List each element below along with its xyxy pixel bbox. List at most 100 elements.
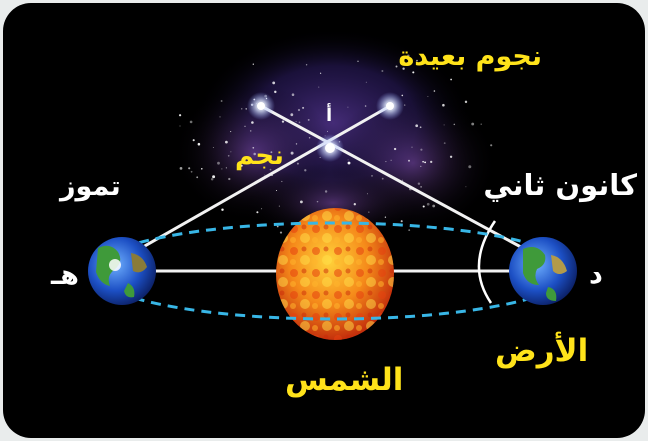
- background-star: [264, 174, 266, 176]
- background-star: [347, 159, 349, 161]
- background-star: [256, 211, 259, 214]
- background-star: [402, 179, 404, 181]
- background-star: [220, 100, 223, 102]
- background-star: [276, 190, 277, 191]
- background-star: [442, 103, 445, 107]
- background-star: [212, 175, 216, 179]
- background-star: [217, 161, 220, 165]
- background-star: [326, 130, 329, 132]
- parallax-diagram: [88, 28, 577, 340]
- july-label: تموز: [60, 171, 121, 202]
- background-star: [192, 139, 195, 142]
- earth-label: الأرض: [495, 333, 589, 369]
- background-star: [465, 186, 467, 188]
- background-star: [179, 125, 181, 127]
- background-star: [230, 131, 232, 133]
- background-star: [219, 116, 221, 118]
- background-star: [443, 142, 446, 145]
- background-star: [318, 86, 320, 88]
- background-star: [302, 106, 305, 109]
- background-star: [449, 155, 453, 158]
- background-star: [453, 123, 456, 126]
- background-star: [381, 70, 384, 72]
- background-star: [228, 177, 231, 181]
- background-star: [324, 190, 328, 193]
- parallax-angle-arc: [477, 220, 497, 304]
- background-star: [300, 200, 303, 204]
- background-star: [212, 146, 214, 149]
- star-field: [173, 28, 498, 243]
- background-star: [307, 118, 310, 121]
- background-star: [261, 208, 263, 210]
- background-star: [252, 63, 254, 65]
- background-star: [190, 170, 193, 173]
- background-star: [295, 121, 297, 122]
- background-star: [290, 151, 294, 155]
- background-star: [353, 203, 356, 206]
- background-star: [430, 160, 433, 164]
- background-star: [196, 176, 199, 179]
- background-star: [366, 193, 368, 195]
- background-star: [422, 205, 425, 208]
- background-star: [408, 159, 410, 162]
- january-label: كانون ثاني: [483, 168, 637, 202]
- background-star: [253, 152, 256, 156]
- background-star: [225, 140, 228, 144]
- earth-july: [88, 237, 156, 305]
- background-star: [244, 125, 246, 127]
- background-star: [450, 78, 452, 81]
- background-star: [281, 120, 285, 123]
- background-star: [189, 120, 193, 124]
- background-star: [464, 100, 468, 104]
- background-star: [347, 106, 349, 108]
- background-star: [390, 159, 392, 161]
- background-star: [420, 148, 423, 151]
- background-star: [417, 182, 421, 185]
- background-star: [240, 164, 243, 167]
- background-star: [419, 126, 422, 129]
- background-star: [490, 144, 493, 147]
- background-star: [276, 225, 279, 228]
- background-star: [364, 105, 367, 107]
- point-a-label: أ: [326, 105, 333, 126]
- background-star: [468, 165, 472, 169]
- background-star: [251, 121, 254, 124]
- background-star: [201, 168, 203, 170]
- background-star: [385, 161, 387, 163]
- background-star: [221, 208, 224, 211]
- background-star: [381, 177, 384, 180]
- background-star: [407, 54, 410, 57]
- sun-label: الشمس: [285, 362, 404, 398]
- background-star: [269, 168, 272, 171]
- background-star: [296, 162, 299, 165]
- background-star: [281, 180, 283, 183]
- background-star: [290, 113, 294, 117]
- background-star: [249, 130, 252, 132]
- background-star: [400, 220, 403, 223]
- background-star: [365, 81, 367, 83]
- background-star: [393, 147, 397, 151]
- sight-line-january: [260, 104, 544, 261]
- background-star: [408, 229, 411, 231]
- background-star: [395, 65, 398, 68]
- background-star: [416, 59, 418, 62]
- background-star: [420, 165, 422, 168]
- background-star: [245, 108, 247, 110]
- background-star: [305, 64, 308, 66]
- background-star: [197, 142, 201, 146]
- background-star: [278, 205, 280, 207]
- sight-line-july: [121, 104, 391, 261]
- background-star: [272, 81, 276, 85]
- background-star: [401, 94, 404, 97]
- background-star: [295, 143, 298, 145]
- background-star: [297, 108, 301, 112]
- earth-january: [509, 237, 577, 305]
- background-star: [291, 93, 295, 96]
- background-star: [432, 204, 436, 208]
- background-star: [422, 160, 424, 163]
- sun: [276, 208, 394, 340]
- background-star: [402, 67, 405, 70]
- background-star: [304, 169, 307, 172]
- background-star: [443, 124, 445, 126]
- background-star: [210, 177, 214, 181]
